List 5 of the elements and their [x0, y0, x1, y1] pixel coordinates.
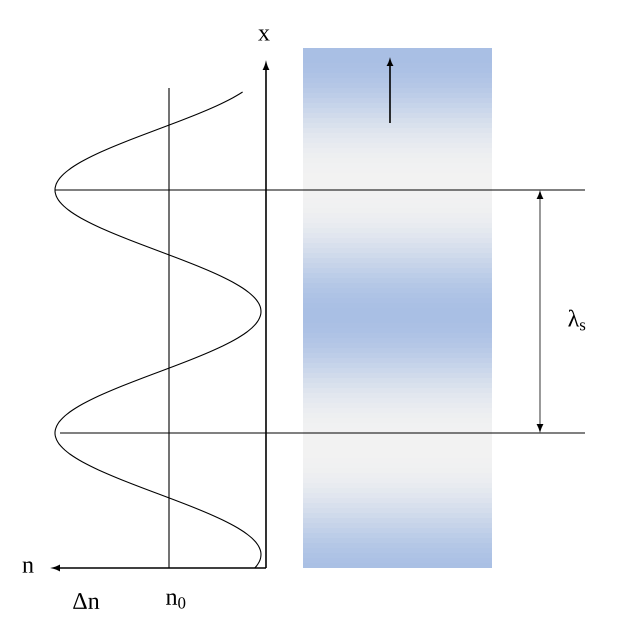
- axis-label: n$_{0}$: [166, 593, 186, 609]
- axis-label: Δn: [73, 593, 100, 609]
- axis-label: n: [22, 561, 34, 573]
- axis-label: x: [258, 30, 270, 41]
- axis-label: λ$_{s}$: [568, 310, 586, 330]
